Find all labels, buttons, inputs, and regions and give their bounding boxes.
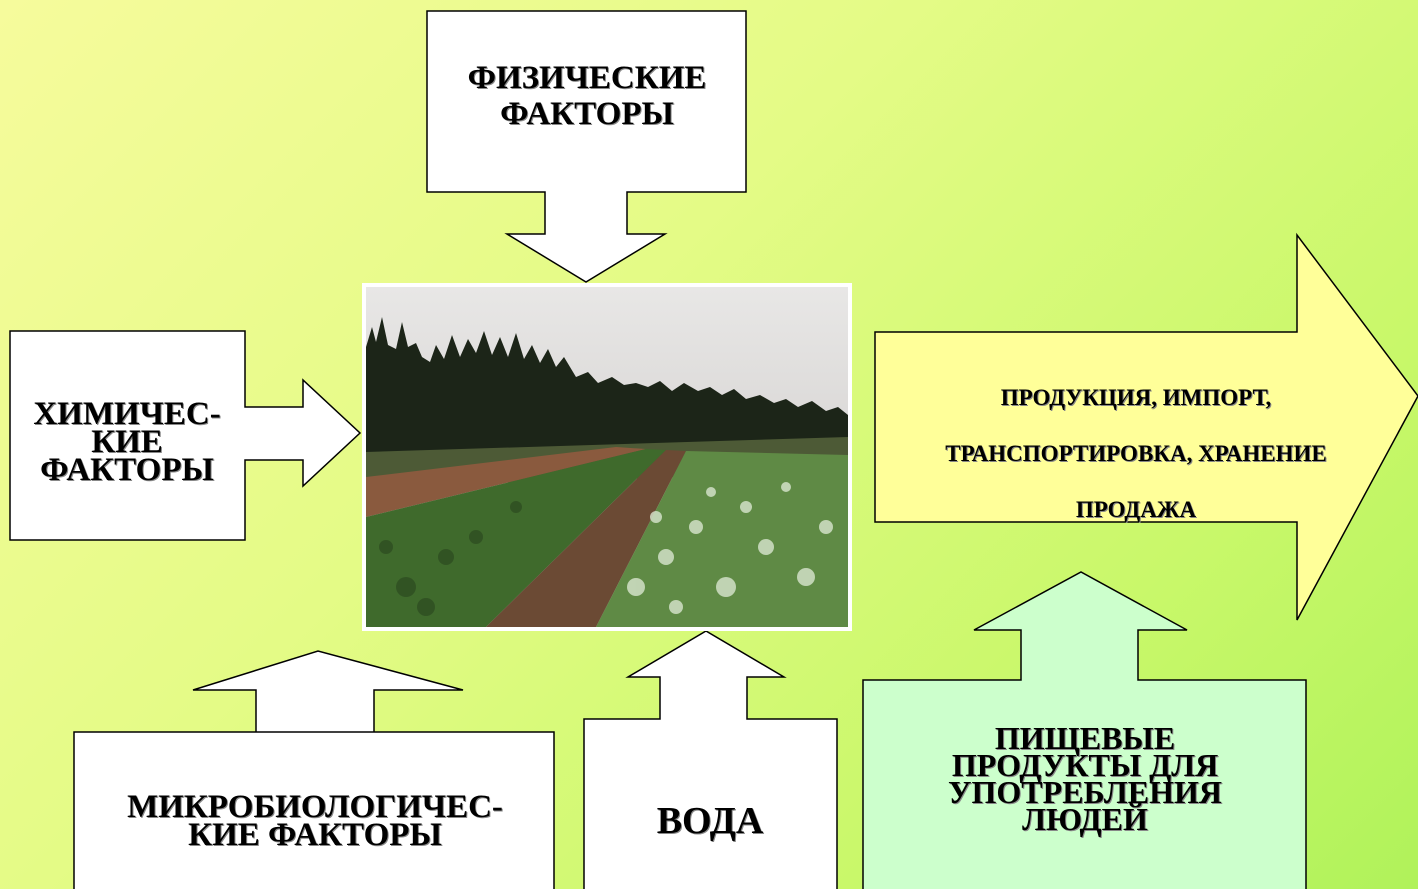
microbiological-factors-label: МИКРОБИОЛОГИЧЕС- КИЕ ФАКТОРЫ: [80, 789, 550, 853]
water-label: ВОДА: [590, 800, 830, 842]
food-products-line-1: ПИЩЕВЫЕ: [994, 720, 1176, 756]
supply-chain-line-2: ТРАНСПОРТИРОВКА, ХРАНЕНИЕ: [945, 441, 1327, 466]
supply-chain-line-3: ПРОДАЖА: [1075, 497, 1197, 522]
chemical-factors-arrow: [9, 330, 362, 541]
physical-factors-line-1: ФИЗИЧЕСКИЕ: [467, 60, 707, 96]
water-text: ВОДА: [656, 800, 764, 842]
supply-chain-label: ПРОДУКЦИЯ, ИМПОРТ, ТРАНСПОРТИРОВКА, ХРАН…: [876, 370, 1396, 538]
food-products-label: ПИЩЕВЫЕ ПРОДУКТЫ ДЛЯ УПОТРЕБЛЕНИЯ ЛЮДЕЙ: [866, 720, 1304, 837]
physical-factors-line-2: ФАКТОРЫ: [500, 96, 674, 132]
microbiological-factors-arrow: [73, 650, 555, 889]
chemical-factors-line-3: ФАКТОРЫ: [40, 452, 214, 488]
chemical-factors-line-1: ХИМИЧЕС-: [33, 396, 221, 432]
crop-field-photo-icon: [366, 287, 848, 627]
chemical-factors-line-2: КИЕ: [91, 424, 163, 460]
physical-factors-arrow: [426, 10, 747, 283]
crop-field-photo: [362, 283, 852, 631]
food-products-arrow: [862, 571, 1307, 889]
food-products-line-3: УПОТРЕБЛЕНИЯ: [948, 774, 1222, 810]
food-products-line-4: ЛЮДЕЙ: [1022, 801, 1148, 837]
chemical-factors-label: ХИМИЧЕС- КИЕ ФАКТОРЫ: [12, 396, 242, 488]
microbiological-factors-line-2: КИЕ ФАКТОРЫ: [188, 817, 442, 853]
supply-chain-arrow: [874, 232, 1418, 621]
food-products-line-2: ПРОДУКТЫ ДЛЯ: [951, 747, 1219, 783]
physical-factors-label: ФИЗИЧЕСКИЕ ФАКТОРЫ: [432, 60, 742, 132]
microbiological-factors-line-1: МИКРОБИОЛОГИЧЕС-: [127, 789, 503, 825]
supply-chain-line-1: ПРОДУКЦИЯ, ИМПОРТ,: [1000, 385, 1272, 410]
water-arrow: [583, 630, 838, 889]
